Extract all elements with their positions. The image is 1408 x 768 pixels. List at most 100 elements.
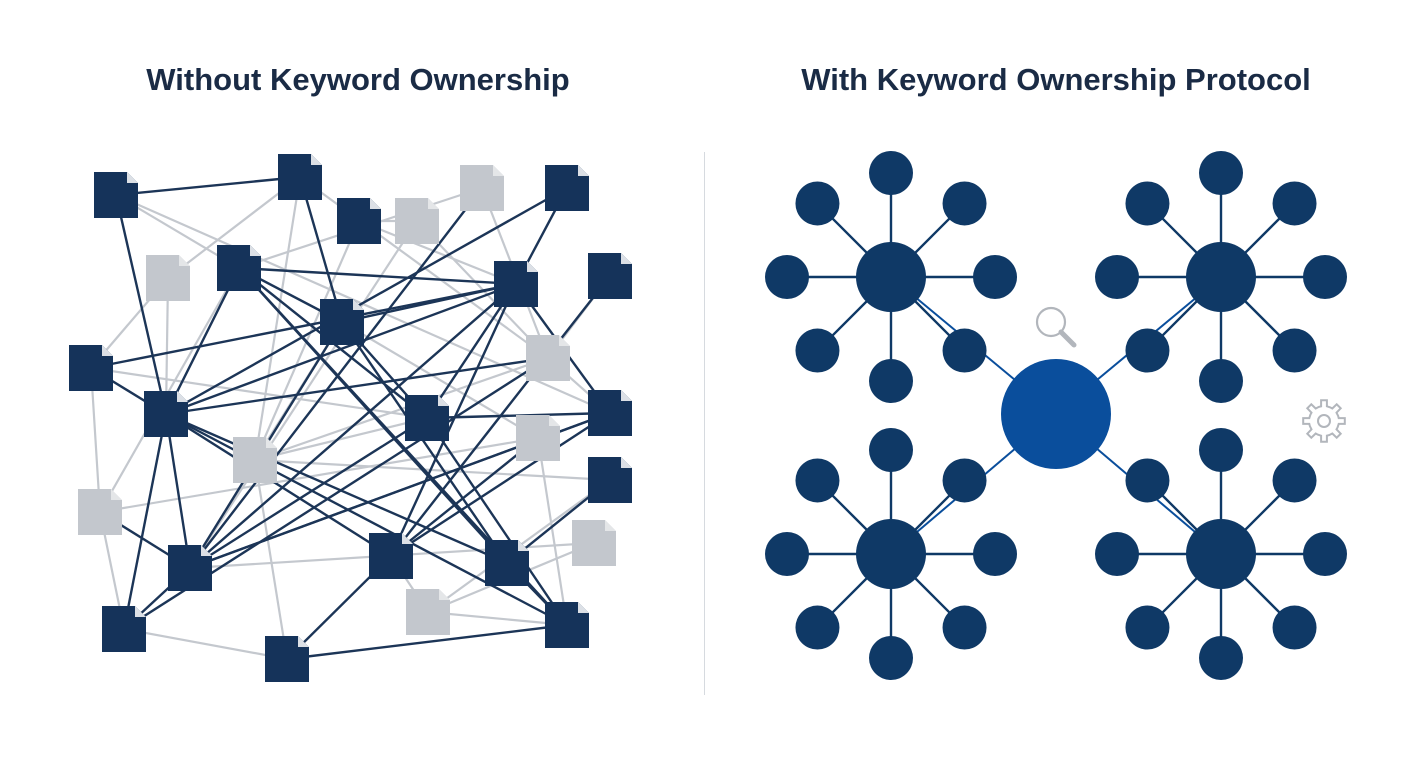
pillar-hub-node <box>1186 242 1256 312</box>
page-document-icon <box>69 345 113 391</box>
page-fold-corner <box>493 165 504 176</box>
page-fold-corner <box>438 395 449 406</box>
page-fold-corner <box>621 253 632 264</box>
supporting-page-node <box>1199 359 1243 403</box>
central-authority-node <box>1001 359 1111 469</box>
supporting-page-node <box>765 255 809 299</box>
page-fold-corner <box>549 415 560 426</box>
weak-link <box>341 321 539 439</box>
weak-link <box>254 458 611 482</box>
page-document-icon <box>278 154 322 200</box>
orphan-page-icon <box>460 165 504 211</box>
page-fold-corner <box>111 489 122 500</box>
page-fold-corner <box>250 245 261 256</box>
strong-link <box>165 282 517 416</box>
supporting-page-node <box>1095 255 1139 299</box>
page-fold-corner <box>266 437 277 448</box>
orphan-page-icon <box>146 255 190 301</box>
supporting-page-node <box>765 532 809 576</box>
supporting-page-node <box>1272 605 1317 650</box>
supporting-page-node <box>973 255 1017 299</box>
weak-link <box>90 366 428 420</box>
weak-link <box>253 459 289 660</box>
strong-link <box>390 275 611 557</box>
supporting-page-node <box>1125 181 1170 226</box>
supporting-page-node <box>1199 636 1243 680</box>
page-fold-corner <box>578 165 589 176</box>
pillar-hub-node <box>856 242 926 312</box>
orphan-page-icon <box>516 415 560 461</box>
page-document-icon <box>405 395 449 441</box>
strong-link <box>389 283 518 557</box>
page-fold-corner <box>402 533 413 544</box>
page-fold-corner <box>135 606 146 617</box>
page-fold-corner <box>179 255 190 266</box>
page-document-icon <box>545 602 589 648</box>
supporting-page-node <box>1199 428 1243 472</box>
page-fold-corner <box>428 198 439 209</box>
weak-link <box>123 627 288 661</box>
page-document-icon <box>94 172 138 218</box>
magnifier-icon <box>1035 306 1077 348</box>
gear-icon <box>1302 399 1346 443</box>
strong-link <box>189 187 483 569</box>
page-document-icon <box>588 253 632 299</box>
weak-link <box>254 416 428 462</box>
supporting-page-node <box>942 605 987 650</box>
supporting-page-node <box>795 605 840 650</box>
orphan-page-icon <box>78 489 122 535</box>
supporting-page-node <box>942 181 987 226</box>
weak-link <box>358 219 517 286</box>
supporting-page-node <box>795 328 840 373</box>
page-document-icon <box>369 533 413 579</box>
strong-link <box>122 413 168 630</box>
orphan-page-icon <box>572 520 616 566</box>
page-document-icon <box>102 606 146 652</box>
page-fold-corner <box>370 198 381 209</box>
page-document-icon <box>144 391 188 437</box>
page-fold-corner <box>559 335 570 346</box>
supporting-page-node <box>1303 255 1347 299</box>
supporting-page-node <box>1125 605 1170 650</box>
pillar-hub-node <box>1186 519 1256 589</box>
page-document-icon <box>337 198 381 244</box>
weak-link <box>253 176 302 461</box>
supporting-page-node <box>1125 458 1170 503</box>
orphan-page-icon <box>526 335 570 381</box>
page-fold-corner <box>621 390 632 401</box>
page-fold-corner <box>605 520 616 531</box>
page-document-icon <box>265 636 309 682</box>
strong-link <box>165 186 568 416</box>
supporting-page-node <box>869 151 913 195</box>
strong-link <box>189 283 517 569</box>
page-fold-corner <box>298 636 309 647</box>
page-fold-corner <box>353 299 364 310</box>
strong-link <box>165 412 392 558</box>
strong-link <box>390 437 539 557</box>
orphan-page-icon <box>233 437 277 483</box>
supporting-page-node <box>1303 532 1347 576</box>
page-fold-corner <box>621 457 632 468</box>
page-document-icon <box>494 261 538 307</box>
page-fold-corner <box>127 172 138 183</box>
supporting-page-node <box>1095 532 1139 576</box>
page-fold-corner <box>311 154 322 165</box>
strong-link <box>165 356 549 416</box>
page-document-icon <box>320 299 364 345</box>
strong-link <box>390 411 611 558</box>
chaotic-link-network <box>89 175 611 661</box>
page-fold-corner <box>201 545 212 556</box>
supporting-page-node <box>1125 328 1170 373</box>
weak-link <box>99 267 240 513</box>
strong-link <box>286 623 568 661</box>
chaotic-page-nodes <box>69 154 632 682</box>
supporting-page-node <box>1272 458 1317 503</box>
page-fold-corner <box>578 602 589 613</box>
hub-spoke-nodes <box>765 151 1347 680</box>
page-fold-corner <box>527 261 538 272</box>
page-document-icon <box>588 390 632 436</box>
strong-link <box>115 175 301 197</box>
strong-link <box>341 321 508 564</box>
strong-link <box>90 282 517 370</box>
